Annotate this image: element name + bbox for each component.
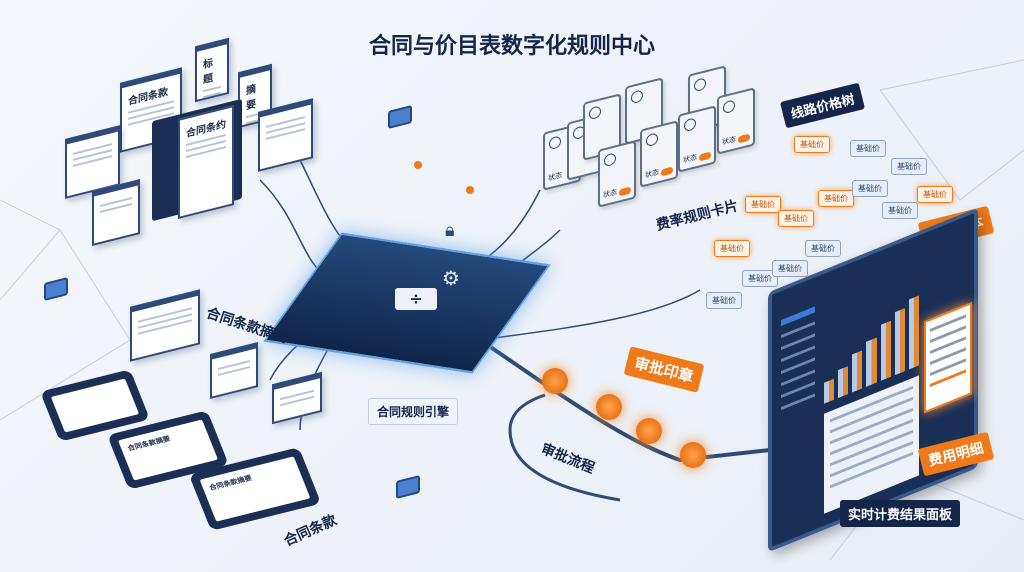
tree-node[interactable]: 基础价 [714,240,750,257]
user-icon [646,132,658,148]
stamp-icon[interactable] [542,368,568,394]
user-icon [631,89,643,105]
lock-icon: 🔒︎ [445,220,455,241]
tree-node[interactable]: 基础价 [818,190,854,207]
stamp-icon[interactable] [680,442,706,468]
dashboard-panel-label: 实时计费结果面板 [840,500,961,527]
fee-detail-panel [924,302,972,414]
tree-node[interactable]: 基础价 [794,136,830,153]
tree-node[interactable]: 基础价 [917,186,953,203]
contract-scroll: 合同条约 [178,105,234,219]
user-icon [549,135,561,151]
tree-node[interactable]: 基础价 [742,270,778,287]
rate-rule-card[interactable]: 状态 [678,105,716,173]
tree-node[interactable]: 基础价 [882,202,918,219]
divide-icon: ÷ [395,288,437,310]
rate-rule-card[interactable]: 状态 [717,87,755,155]
tree-node[interactable]: 基础价 [805,240,841,257]
dashboard-sidebar[interactable] [778,296,818,534]
toggle-switch[interactable] [699,151,711,162]
status-label: 状态 [548,171,562,183]
tree-node[interactable]: 基础价 [772,260,808,277]
toggle-switch[interactable] [661,166,673,177]
tree-node[interactable]: 基础价 [706,292,742,309]
stamp-icon[interactable] [636,418,662,444]
toggle-switch[interactable] [738,133,750,144]
user-icon [604,152,616,168]
document-title: 标题 [203,57,213,87]
user-icon [589,105,601,121]
stamp-icon[interactable] [596,394,622,420]
tree-node[interactable]: 基础价 [745,196,781,213]
user-icon [684,117,696,133]
document-title: 摘要 [246,83,256,113]
status-label: 状态 [645,168,659,180]
tree-node[interactable]: 基础价 [891,158,927,175]
status-label: 状态 [683,153,697,165]
status-label: 状态 [722,135,736,147]
user-icon [694,77,706,93]
rate-rule-card[interactable]: 状态 [598,140,636,208]
toggle-switch[interactable] [619,186,631,197]
tree-node[interactable]: 基础价 [778,210,814,227]
document-window-heading: 标题 [195,37,229,103]
status-label: 状态 [603,188,617,200]
engine-label: 合同规则引擎 [368,398,459,425]
page-title: 合同与价目表数字化规则中心 [368,34,655,59]
rate-rule-card[interactable]: 状态 [640,120,678,188]
user-icon [723,99,735,115]
tree-node[interactable]: 基础价 [850,140,886,157]
gear-icon: ⚙ [442,266,460,290]
tree-node[interactable]: 基础价 [852,180,888,197]
